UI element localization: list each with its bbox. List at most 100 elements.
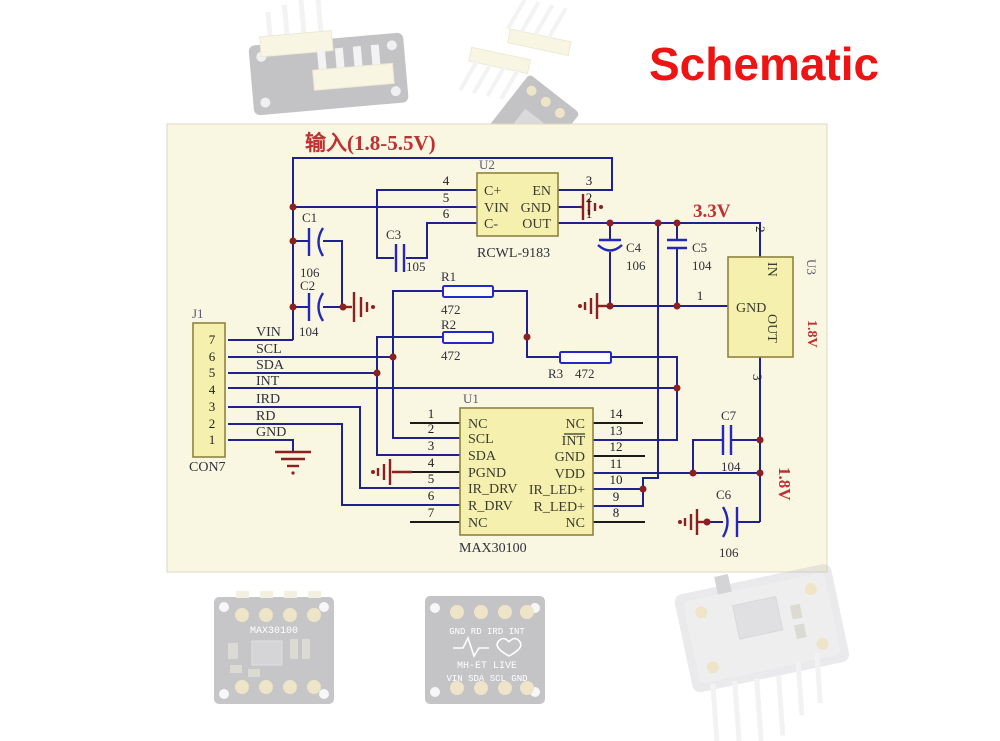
u1-pin-int: INT <box>562 434 586 449</box>
resistor-r1 <box>442 285 494 298</box>
resistor-r2 <box>442 331 494 344</box>
u1-pin-nc1: NC <box>468 417 487 432</box>
c7-value: 104 <box>721 459 741 474</box>
photo-board-back-brand-label: MH-ET LIVE <box>457 661 517 672</box>
cap-c2 <box>307 292 325 322</box>
rail-3v3-label: 3.3V <box>693 201 731 222</box>
net-vin: VIN <box>256 325 281 340</box>
u3-value: 1.8V <box>804 320 819 348</box>
c3-ref: C3 <box>386 227 401 242</box>
j1-pinnum-3: 3 <box>209 399 216 414</box>
c5-ref: C5 <box>692 240 707 255</box>
photo-board-front-label: MAX30100 <box>250 626 298 637</box>
page-title: Schematic <box>649 38 879 90</box>
u1-pinnum-10: 10 <box>610 472 623 487</box>
u1-ref: U1 <box>463 391 479 406</box>
cap-c3 <box>394 244 406 272</box>
j1-pinnum-5: 5 <box>209 365 216 380</box>
u2-pinnum-2: 2 <box>586 190 593 205</box>
cap-c7 <box>721 425 733 455</box>
j1-pinnum-1: 1 <box>209 432 216 447</box>
u1-pinnum-9: 9 <box>613 489 620 504</box>
u1-pin-rled: R_LED+ <box>534 500 586 515</box>
u3-chip <box>727 256 794 358</box>
u1-part: MAX30100 <box>459 541 527 556</box>
r1-ref: R1 <box>441 269 456 284</box>
u1-pin-sda: SDA <box>468 449 497 464</box>
junction-dots <box>289 203 764 526</box>
c4-value: 106 <box>626 258 646 273</box>
u3-ref: U3 <box>804 259 819 275</box>
r1-value: 472 <box>441 302 461 317</box>
u2-pinnum-4: 4 <box>443 173 450 188</box>
c6-value: 106 <box>719 545 739 560</box>
pin-stubs <box>410 422 645 523</box>
photo-board-back-bottom-label: VIN SDA SCL GND <box>446 674 527 684</box>
photo-board-back-top-label: GND RD IRD INT <box>449 627 525 637</box>
cap-c1 <box>307 227 325 257</box>
c5-value: 104 <box>692 258 712 273</box>
u1-pin-vdd: VDD <box>555 467 585 482</box>
input-voltage-label: 输入(1.8-5.5V) <box>305 131 436 155</box>
u1-pin-nc8: NC <box>566 516 585 531</box>
cap-c4 <box>597 238 623 252</box>
u3-pinnum-2: 2 <box>753 226 768 233</box>
c3-value: 105 <box>406 259 426 274</box>
u2-pinnum-6: 6 <box>443 206 450 221</box>
ground-symbol-earth <box>275 450 311 475</box>
u2-ref: U2 <box>479 157 495 172</box>
j1-connector <box>192 322 226 458</box>
u2-pin-cminus: C- <box>484 217 498 232</box>
c2-value: 104 <box>299 324 319 339</box>
r3-ref: R3 <box>548 366 563 381</box>
cap-c6 <box>721 506 739 538</box>
net-int: INT <box>256 374 280 389</box>
photo-module-angled-top-left <box>248 0 409 116</box>
u2-pin-out: OUT <box>522 217 551 232</box>
photo-board-back-bottom-middle: GND RD IRD INT MH-ET LIVE VIN SDA SCL GN… <box>425 596 545 704</box>
u3-label-in: IN <box>764 262 779 277</box>
net-rd: RD <box>256 409 275 424</box>
wires <box>228 157 761 523</box>
u1-pinnum-11: 11 <box>610 456 623 471</box>
c1-ref: C1 <box>302 210 317 225</box>
u3-pinnum-1: 1 <box>697 288 704 303</box>
r3-value: 472 <box>575 366 595 381</box>
u1-pin-pgnd: PGND <box>468 466 506 481</box>
net-scl: SCL <box>256 342 282 357</box>
j1-part: CON7 <box>189 460 226 475</box>
u2-chip <box>476 172 559 237</box>
u3-label-gnd: GND <box>736 301 766 316</box>
resistor-r3 <box>559 351 612 364</box>
u2-pinnum-3: 3 <box>586 173 593 188</box>
c6-ref: C6 <box>716 487 732 502</box>
ground-symbol-u2 <box>580 194 603 220</box>
cap-c5 <box>667 238 687 250</box>
pulse-icon <box>453 635 489 658</box>
u1-pinnum-2: 2 <box>428 421 435 436</box>
j1-ref: J1 <box>192 306 204 321</box>
capacitor-symbols <box>307 227 739 538</box>
photo-module-angled-bottom-right <box>674 564 850 741</box>
u2-pin-cplus: C+ <box>484 184 501 199</box>
ground-symbol-3v3 <box>578 293 610 319</box>
u2-pin-en: EN <box>532 184 551 199</box>
u2-part: RCWL-9183 <box>477 246 550 261</box>
u1-pin-rdrv: R_DRV <box>468 499 513 514</box>
u3-pinnum-3: 3 <box>750 374 765 381</box>
u1-pin-nc14: NC <box>566 417 585 432</box>
u1-pinnum-5: 5 <box>428 471 435 486</box>
u1-pinnum-14: 14 <box>610 406 624 421</box>
c2-ref: C2 <box>300 278 315 293</box>
ground-symbol-pgnd <box>371 459 392 485</box>
u2-pinnum-5: 5 <box>443 190 450 205</box>
ground-symbol-c2 <box>343 292 375 322</box>
j1-pinnum-6: 6 <box>209 349 216 364</box>
u1-pin-scl: SCL <box>468 432 494 447</box>
photo-board-front-bottom-left: MAX30100 <box>214 591 334 704</box>
u1-pin-nc7: NC <box>468 516 487 531</box>
u1-pinnum-3: 3 <box>428 438 435 453</box>
u1-pinnum-6: 6 <box>428 488 435 503</box>
